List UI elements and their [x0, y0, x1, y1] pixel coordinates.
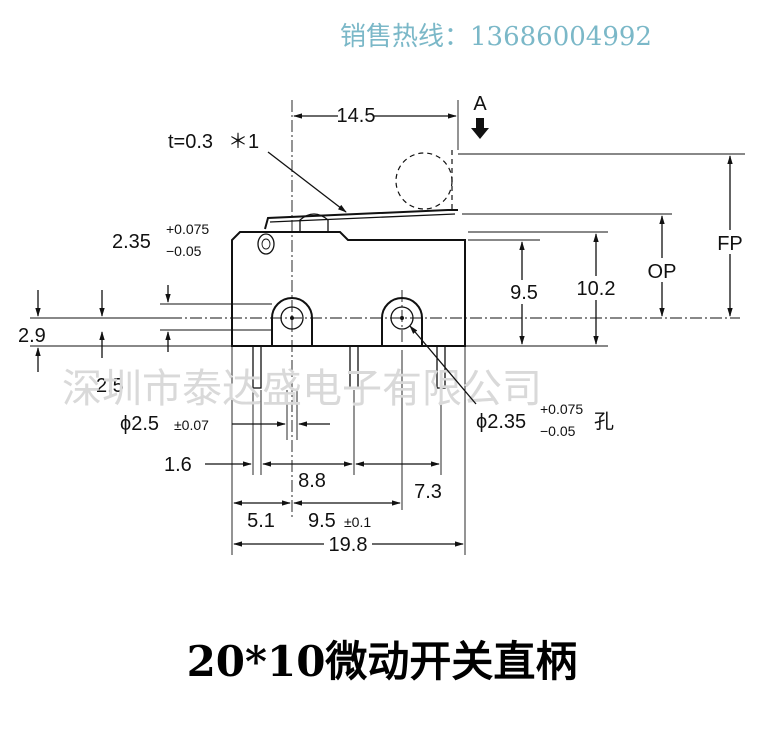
svg-text:7.3: 7.3 [414, 481, 442, 503]
dim-9-5-horizontal: 9.5 ±0.1 [293, 500, 401, 532]
svg-text:OP: OP [648, 261, 677, 283]
svg-text:±0.07: ±0.07 [174, 417, 209, 433]
dim-19-8: 19.8 [233, 534, 464, 556]
dim-14-5: 14.5 [293, 104, 457, 127]
svg-text:19.8: 19.8 [329, 534, 368, 556]
svg-text:ϕ2.5: ϕ2.5 [120, 413, 159, 435]
center-lines [170, 100, 740, 520]
svg-text:9.5: 9.5 [308, 510, 336, 532]
dim-5-1: 5.1 [233, 500, 291, 532]
dim-7-3: 7.3 [355, 461, 442, 503]
dim-10-2: 10.2 [572, 233, 620, 345]
svg-text:孔: 孔 [594, 410, 614, 433]
dim-op: OP [640, 215, 684, 317]
svg-text:14.5: 14.5 [337, 105, 376, 127]
dim-2-5: 2.5 [96, 285, 171, 397]
roller-outline [395, 152, 453, 210]
svg-text:ϕ2.35: ϕ2.35 [476, 411, 526, 433]
svg-text:−0.05: −0.05 [166, 243, 202, 259]
dim-2-9: 2.9 [18, 290, 46, 372]
direction-arrow-a: A [471, 93, 489, 139]
svg-text:A: A [473, 93, 487, 115]
svg-text:2.35: 2.35 [112, 231, 151, 253]
svg-text:+0.075: +0.075 [540, 401, 583, 417]
svg-text:±0.1: ±0.1 [344, 514, 371, 530]
dim-8-8: 8.8 [262, 461, 353, 492]
extension-lines [30, 100, 745, 555]
svg-text:−0.05: −0.05 [540, 423, 576, 439]
dim-phi-2-5: ϕ2.5 ±0.07 [120, 413, 330, 435]
svg-text:2.9: 2.9 [18, 325, 46, 347]
svg-text:FP: FP [717, 233, 743, 255]
dim-phi-2-35: ϕ2.35 +0.075 −0.05 孔 [409, 325, 614, 439]
svg-text:10.2: 10.2 [577, 278, 616, 300]
dim-fp: FP [708, 155, 752, 317]
svg-text:9.5: 9.5 [510, 282, 538, 304]
svg-text:t=0.3: t=0.3 [168, 131, 213, 153]
svg-text:＊1: ＊1 [228, 131, 259, 153]
watermark-text: 深圳市泰达盛电子有限公司 [62, 366, 542, 412]
caption-title: 20*10微动开关直柄 [187, 637, 578, 686]
dim-1-6: 1.6 [164, 454, 252, 476]
dim-9-5-vertical: 9.5 [506, 241, 542, 345]
pin-mark [257, 233, 275, 255]
svg-text:8.8: 8.8 [298, 470, 326, 492]
svg-text:+0.075: +0.075 [166, 221, 209, 237]
actuator-lever [264, 209, 458, 232]
dim-2-35: 2.35 +0.075 −0.05 [112, 221, 209, 259]
svg-text:5.1: 5.1 [247, 510, 275, 532]
svg-text:1.6: 1.6 [164, 454, 192, 476]
hotline-text: 销售热线：13686004992 [340, 22, 652, 52]
svg-text:2.5: 2.5 [96, 375, 124, 397]
dim-thickness: t=0.3 ＊1 [168, 131, 347, 213]
